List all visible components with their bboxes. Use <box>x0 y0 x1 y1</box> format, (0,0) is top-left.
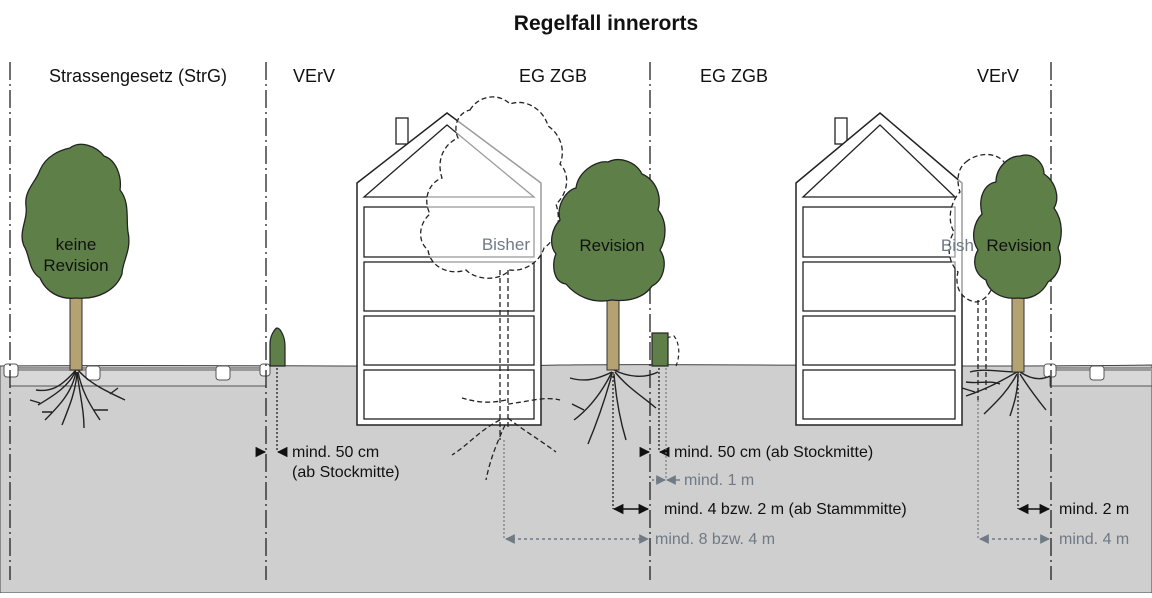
measure-label-1b: (ab Stockmitte) <box>292 464 400 481</box>
measure-label-4: mind. 4 bzw. 2 m (ab Stammmitte) <box>664 501 907 518</box>
tree-mid-bisher <box>420 96 568 481</box>
measure-tree-right-old <box>977 400 1050 544</box>
measure-hedge-mid <box>639 368 670 458</box>
house-right <box>795 112 963 426</box>
measure-tree-mid <box>612 372 650 515</box>
road-right <box>1043 363 1152 387</box>
measure-label-1a: mind. 50 cm <box>292 444 379 461</box>
zone-label-egzgb-left: EG ZGB <box>519 66 587 86</box>
zone-label-verv-right: VErV <box>977 66 1019 86</box>
hedge-mid <box>651 332 680 367</box>
measure-hedge-left <box>255 368 288 458</box>
measure-label-7: mind. 4 m <box>1059 531 1129 548</box>
measure-tree-right <box>1017 372 1051 515</box>
roots-left <box>29 369 126 429</box>
crown-left <box>21 143 130 299</box>
zone-label-verv-left: VErV <box>293 66 335 86</box>
measure-label-3: mind. 1 m <box>684 472 754 489</box>
measure-label-2: mind. 50 cm (ab Stockmitte) <box>674 444 873 461</box>
tree-left-label-1: keine <box>56 235 97 254</box>
tree-right-bisher-label: Bish <box>941 236 974 255</box>
measure-label-6: mind. 2 m <box>1059 501 1129 518</box>
hedge-left <box>269 327 286 367</box>
roots-right <box>961 369 1051 417</box>
zone-label-egzgb-right: EG ZGB <box>700 66 768 86</box>
crown-mid <box>550 159 666 302</box>
tree-left-label-2: Revision <box>43 256 108 275</box>
tree-left: keine Revision <box>21 143 130 429</box>
tree-right-revision-label: Revision <box>986 236 1051 255</box>
measure-label-5: mind. 8 bzw. 4 m <box>655 531 775 548</box>
tree-right-revision: Revision <box>961 154 1062 417</box>
tree-mid-revision: Revision <box>550 159 666 445</box>
tree-mid-revision-label: Revision <box>579 236 644 255</box>
crown-right <box>972 154 1062 300</box>
roots-mid <box>569 369 659 445</box>
ground <box>0 364 1152 594</box>
diagram-title: Regelfall innerorts <box>514 12 698 35</box>
tree-mid-bisher-label: Bisher <box>482 235 531 254</box>
measure-hedge-mid-old <box>652 368 680 485</box>
measure-tree-mid-old <box>503 440 649 544</box>
zone-label-strg: Strassengesetz (StrG) <box>49 66 227 86</box>
